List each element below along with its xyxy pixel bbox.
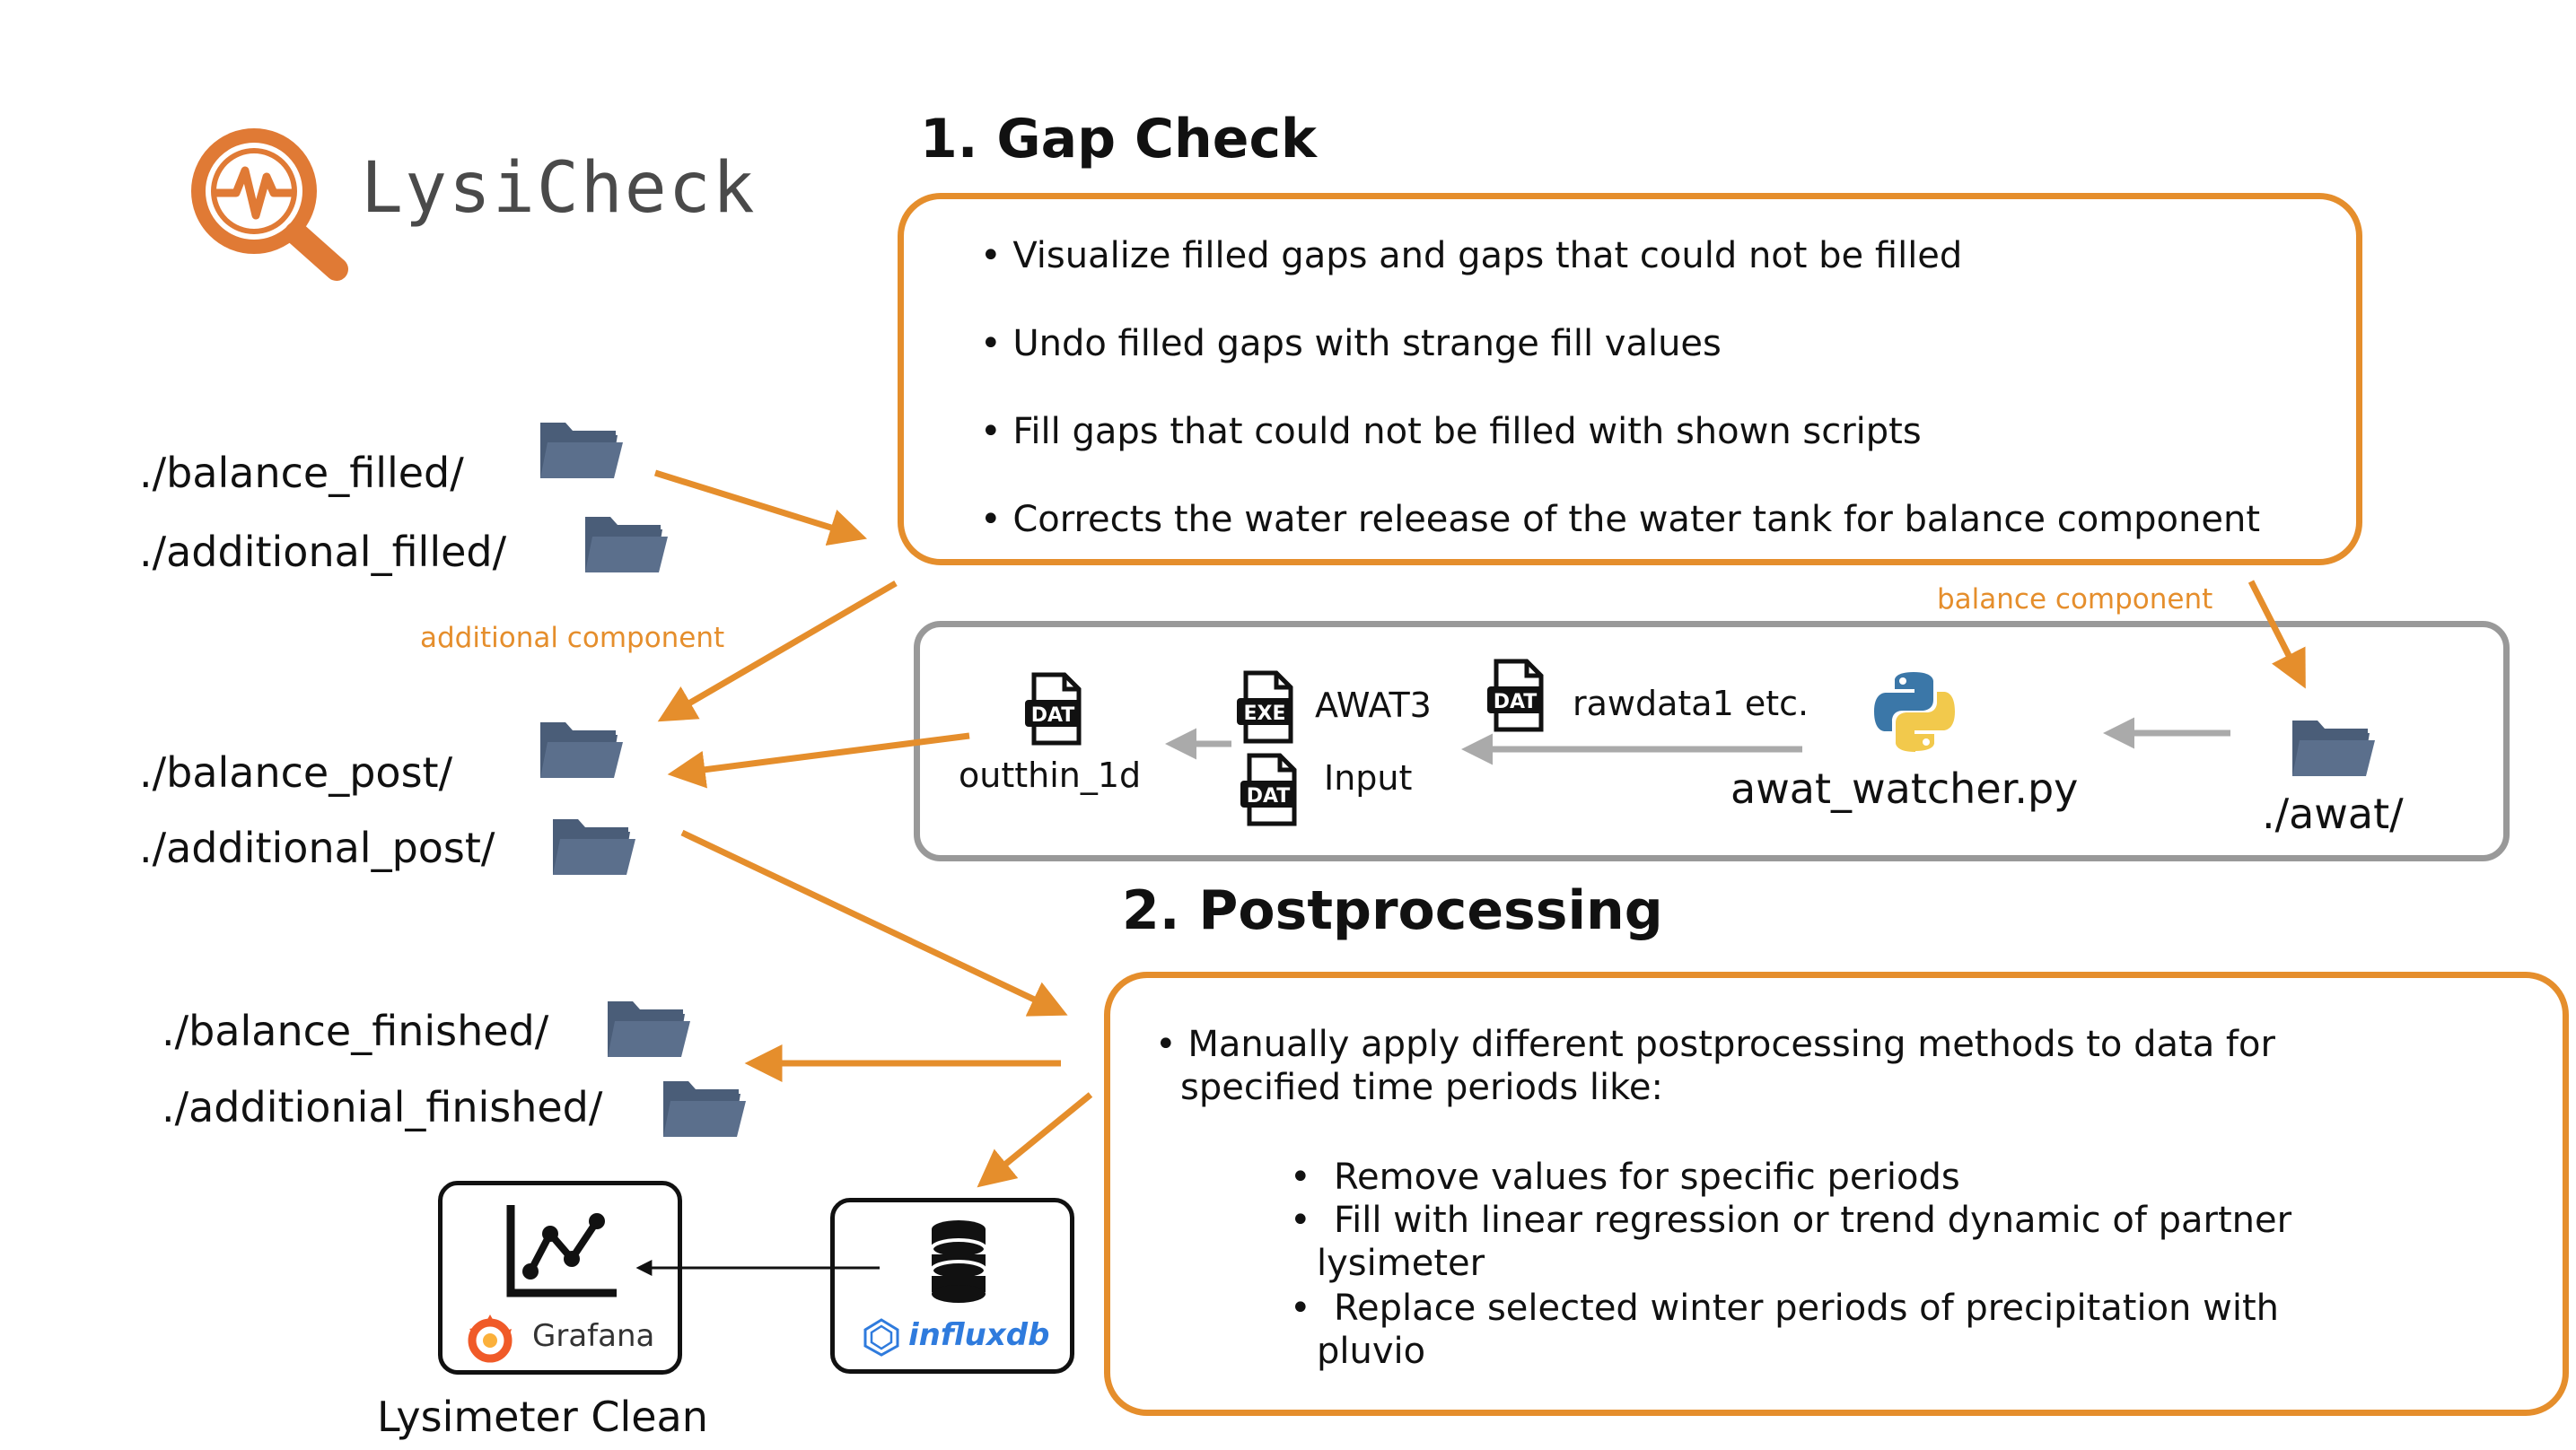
arrow-postprocessing-to-influx xyxy=(977,1092,1093,1188)
folder-icon xyxy=(608,1001,690,1057)
dat-badge: DAT xyxy=(1494,691,1538,713)
gap-check-bullet: • Undo filled gaps with strange fill val… xyxy=(980,323,1722,364)
outthin-label: outthin_1d xyxy=(959,756,1142,795)
postprocessing-title: 2. Postprocessing xyxy=(1122,879,1663,942)
arrow-outthin-to-post xyxy=(667,732,970,789)
folder-path-additional-finished: ./additionial_finished/ xyxy=(162,1083,603,1131)
folder-icon xyxy=(540,722,623,778)
chart-line-icon xyxy=(506,1205,617,1297)
dat-file-icon: DAT xyxy=(1240,753,1297,826)
arrow-gapcheck-to-post xyxy=(657,580,898,722)
postprocessing-method-item: • Remove values for specific periods xyxy=(1290,1157,1960,1198)
python-icon xyxy=(1874,672,1955,752)
lysicheck-logo-icon xyxy=(191,128,348,281)
additional-component-label: additional component xyxy=(420,622,725,654)
gap-check-bullet: • Fill gaps that could not be filled wit… xyxy=(980,411,1922,452)
folder-icon xyxy=(540,423,623,478)
gap-check-bullet: • Corrects the water releease of the wat… xyxy=(980,499,2261,540)
exe-badge: EXE xyxy=(1243,703,1285,725)
gap-check-bullet: • Visualize filled gaps and gaps that co… xyxy=(980,235,1963,276)
gap-check-title: 1. Gap Check xyxy=(920,108,1317,170)
influxdb-tile: influxdb xyxy=(830,1198,1074,1374)
dat-file-icon: DAT xyxy=(1487,659,1544,732)
arrow-gapcheck-to-awat xyxy=(2247,580,2306,689)
arrow-filled-to-gapcheck xyxy=(653,469,868,546)
exe-file-icon: EXE xyxy=(1237,670,1293,744)
folder-path-additional-post: ./additional_post/ xyxy=(139,824,495,872)
input-label: Input xyxy=(1324,758,1413,798)
awat3-label: AWAT3 xyxy=(1315,686,1432,725)
dat-file-icon: DAT xyxy=(1025,672,1082,746)
grafana-logo-icon xyxy=(468,1315,513,1363)
folder-path-balance-filled: ./balance_filled/ xyxy=(139,449,464,497)
postprocessing-box: • Manually apply different postprocessin… xyxy=(1104,972,2569,1416)
folder-path-balance-finished: ./balance_finished/ xyxy=(162,1007,549,1055)
arrow-post-to-postprocessing xyxy=(680,829,1068,1017)
folder-path-additional-filled: ./additional_filled/ xyxy=(139,528,507,576)
lysimeter-clean-caption: Lysimeter Clean xyxy=(377,1393,708,1441)
awat-watcher-label: awat_watcher.py xyxy=(1730,764,2079,813)
influxdb-logo-icon xyxy=(863,1318,899,1357)
influxdb-label: influxdb xyxy=(908,1317,1050,1353)
folder-icon xyxy=(585,517,668,572)
balance-component-label: balance component xyxy=(1937,583,2213,616)
gap-check-box: • Visualize filled gaps and gaps that co… xyxy=(898,193,2362,565)
grafana-label: Grafana xyxy=(532,1318,655,1354)
dat-badge: DAT xyxy=(1247,785,1291,808)
rawdata-label: rawdata1 etc. xyxy=(1573,684,1809,723)
folder-icon xyxy=(553,819,635,875)
dat-badge: DAT xyxy=(1031,704,1075,727)
postprocessing-method-item: • Fill with linear regression or trend d… xyxy=(1290,1200,2292,1284)
database-icon xyxy=(930,1220,987,1303)
postprocessing-method-item: • Replace selected winter periods of pre… xyxy=(1290,1288,2279,1372)
folder-icon xyxy=(663,1081,746,1137)
grafana-tile: Grafana xyxy=(438,1181,682,1375)
logo-text: LysiCheck xyxy=(361,148,757,229)
folder-path-balance-post: ./balance_post/ xyxy=(139,748,453,797)
folder-icon xyxy=(2292,721,2375,776)
postprocessing-intro: • Manually apply different postprocessin… xyxy=(1155,1024,2275,1108)
folder-path-awat: ./awat/ xyxy=(2262,790,2404,838)
